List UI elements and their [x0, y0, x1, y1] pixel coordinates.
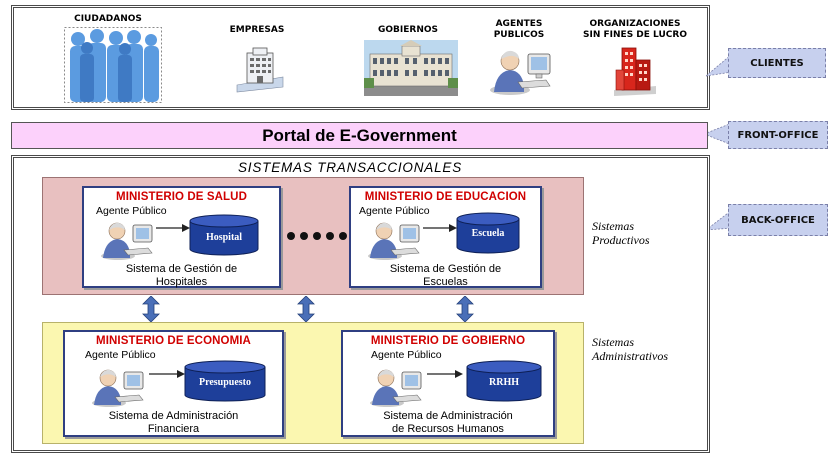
ministry-economia-system-line1: Sistema de Administración: [108, 410, 239, 422]
ministry-gobierno-title: MINISTERIO DE GOBIERNO: [370, 335, 526, 347]
client-label-organizaciones: ORGANIZACIONES SIN FINES DE LUCRO: [583, 19, 687, 40]
ministry-educacion-agent: Agente Público: [359, 205, 430, 217]
client-label-gobiernos: GOBIERNOS: [378, 25, 438, 35]
client-label-agentes-publicos: AGENTES PUBLICOS: [493, 19, 545, 40]
productive-label-line2: Productivos: [592, 233, 650, 247]
ministry-salud-title: MINISTERIO DE SALUD: [116, 191, 247, 203]
database-icon: [456, 212, 520, 254]
agent-at-computer-icon: [92, 369, 144, 407]
database-icon: [466, 360, 542, 402]
administrative-label-line2: Administrativos: [592, 349, 669, 363]
ministry-gobierno-card: MINISTERIO DE GOBIERNO Agente Público RR…: [341, 330, 555, 437]
back-office-callout-pointer: [706, 209, 732, 231]
flow-arrow-icon: [149, 370, 185, 378]
people-silhouette-icon: [64, 27, 162, 103]
clients-callout-pointer: [706, 53, 732, 77]
ministry-gobierno-db-label: RRHH: [489, 377, 519, 388]
ministry-educacion-system: Sistema de Gestión de Escuelas: [351, 263, 540, 289]
client-label-ciudadanos: CIUDADANOS: [74, 14, 142, 24]
flow-arrow-icon: [427, 370, 463, 378]
ministry-economia-system-line2: Financiera: [147, 423, 200, 435]
ellipsis-dots-icon: [287, 232, 347, 240]
agent-at-computer-icon: [101, 222, 153, 260]
ministry-salud-system-line1: Sistema de Gestión de: [125, 263, 238, 275]
ministry-educacion-system-line1: Sistema de Gestión de: [389, 263, 502, 275]
portal-banner: Portal de E-Government: [11, 122, 708, 149]
ministry-economia-system: Sistema de Administración Financiera: [65, 410, 282, 436]
agent-at-computer-icon: [490, 50, 551, 95]
front-office-callout-pointer: [704, 122, 732, 146]
ministry-gobierno-system: Sistema de Administración de Recursos Hu…: [343, 410, 553, 436]
administrative-label-line1: Sistemas: [592, 335, 634, 349]
ministry-economia-agent: Agente Público: [85, 349, 156, 361]
agent-at-computer-icon: [370, 369, 422, 407]
flow-arrow-icon: [423, 224, 457, 232]
database-icon: [189, 214, 259, 256]
ministry-educacion-card: MINISTERIO DE EDUCACION Agente Público E…: [349, 186, 542, 288]
agent-at-computer-icon: [368, 222, 420, 260]
portal-title: Portal de E-Government: [262, 125, 457, 145]
ministry-salud-system-line2: Hospitales: [155, 276, 208, 288]
red-building-icon: [614, 47, 656, 96]
double-arrow-icon: [142, 296, 160, 322]
ministry-gobierno-system-line1: Sistema de Administración: [383, 410, 513, 422]
ministry-economia-card: MINISTERIO DE ECONOMIA Agente Público Pr…: [63, 330, 284, 437]
back-office-callout: BACK-OFFICE: [728, 204, 828, 236]
ministry-economia-title: MINISTERIO DE ECONOMIA: [96, 335, 251, 347]
ministry-economia-db-label: Presupuesto: [198, 377, 252, 388]
front-office-callout: FRONT-OFFICE: [728, 121, 828, 149]
clients-callout: CLIENTES: [728, 48, 826, 78]
flow-arrow-icon: [156, 224, 190, 232]
ministry-salud-system: Sistema de Gestión de Hospitales: [84, 263, 279, 289]
double-arrow-icon: [456, 296, 474, 322]
transactional-title: SISTEMAS TRANSACCIONALES: [238, 160, 462, 175]
ministry-educacion-db-label: Escuela: [471, 228, 505, 239]
office-building-icon: [236, 47, 284, 93]
ministry-gobierno-system-line2: de Recursos Humanos: [392, 423, 504, 435]
ministry-educacion-title: MINISTERIO DE EDUCACION: [364, 191, 527, 203]
administrative-systems-label: Sistemas Administrativos: [592, 335, 668, 363]
ministry-salud-card: MINISTERIO DE SALUD Agente Público Hospi…: [82, 186, 281, 288]
ministry-salud-agent: Agente Público: [96, 205, 167, 217]
client-label-empresas: EMPRESAS: [229, 25, 285, 35]
ministry-salud-db-label: Hospital: [205, 232, 243, 243]
government-building-icon: [364, 40, 458, 96]
double-arrow-icon: [297, 296, 315, 322]
more-ministries-ellipsis: [286, 228, 348, 240]
ministry-gobierno-agent: Agente Público: [371, 349, 442, 361]
productive-systems-label: Sistemas Productivos: [592, 219, 650, 247]
database-icon: [184, 360, 266, 402]
ministry-educacion-system-line2: Escuelas: [423, 276, 468, 288]
productive-label-line1: Sistemas: [592, 219, 634, 233]
